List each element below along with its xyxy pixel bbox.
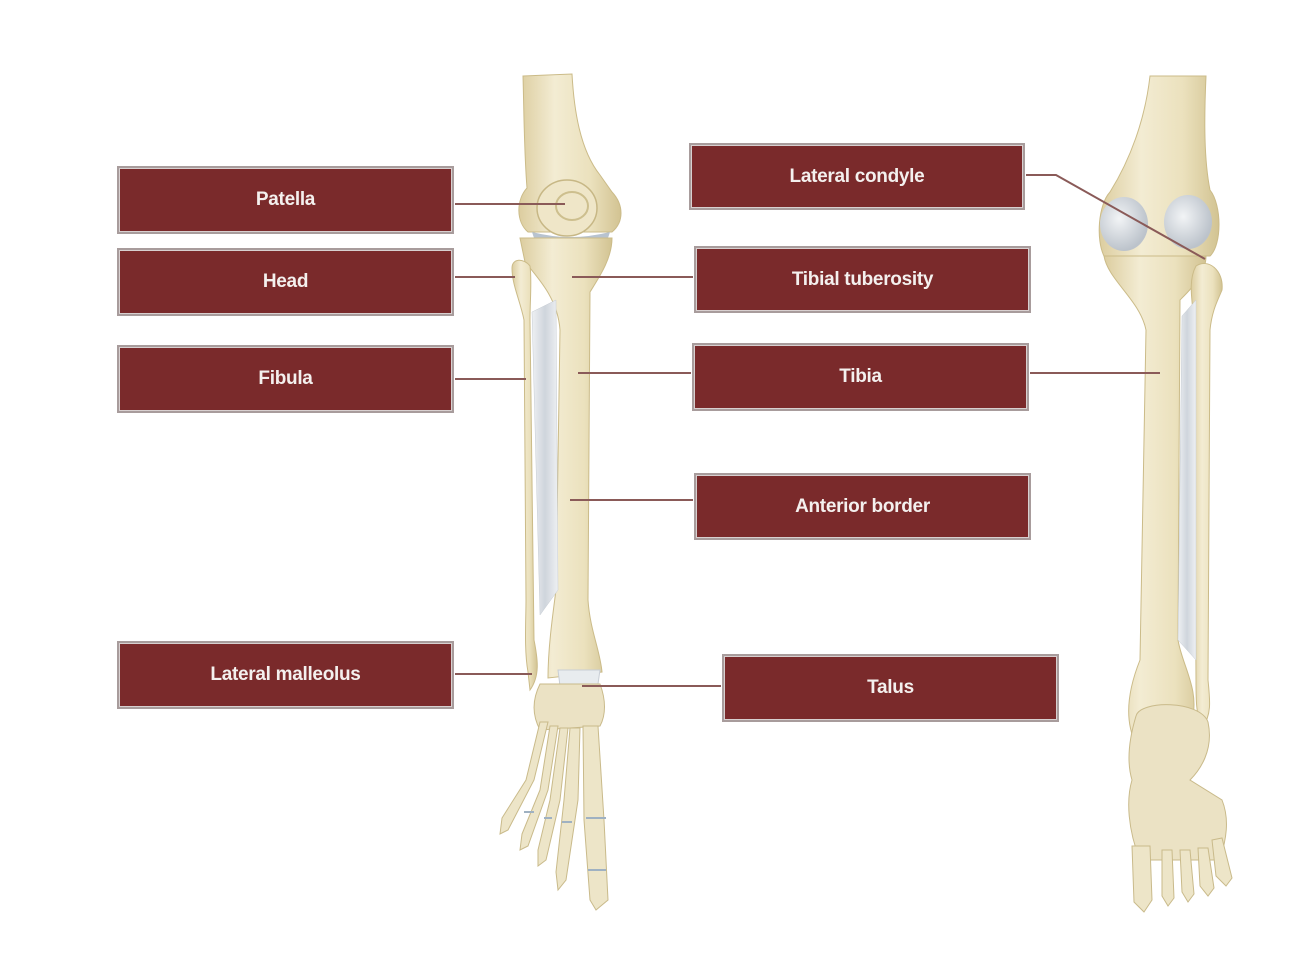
label-patella-text: Patella (255, 189, 316, 210)
leader-lateral-condyle (1026, 174, 1206, 260)
label-lateral-malleolus[interactable]: Lateral malleolus (117, 641, 454, 709)
label-tibia[interactable]: Tibia (692, 343, 1029, 411)
toes-anterior (499, 721, 609, 911)
lateral-condyle-cartilage (1164, 195, 1212, 249)
foot-posterior (1128, 704, 1227, 861)
label-lateral-condyle[interactable]: Lateral condyle (689, 143, 1025, 210)
label-tibial-tuberosity[interactable]: Tibial tuberosity (694, 246, 1031, 313)
label-tibial-tuberosity-text: Tibial tuberosity (791, 268, 934, 290)
label-tibia-text: Tibia (839, 366, 882, 387)
toes-posterior (1131, 837, 1233, 913)
label-head-text: Head (262, 271, 309, 292)
label-lateral-condyle-text: Lateral condyle (789, 165, 925, 187)
label-fibula[interactable]: Fibula (117, 345, 454, 413)
label-lateral-malleolus-text: Lateral malleolus (210, 664, 361, 685)
label-talus[interactable]: Talus (722, 654, 1059, 722)
leader-lines (455, 174, 1206, 687)
posterior-leg-illustration (1098, 75, 1233, 913)
label-patella[interactable]: Patella (117, 166, 454, 234)
foot-anterior (533, 683, 605, 731)
interosseous-membrane-anterior (531, 299, 559, 616)
medial-condyle-cartilage (1100, 197, 1148, 251)
interosseous-membrane-posterior (1177, 299, 1197, 661)
label-anterior-border[interactable]: Anterior border (694, 473, 1031, 540)
label-fibula-text: Fibula (258, 368, 313, 389)
anterior-leg-illustration (499, 73, 622, 911)
label-talus-text: Talus (867, 677, 914, 698)
fibula-anterior (511, 259, 538, 692)
label-head[interactable]: Head (117, 248, 454, 316)
label-anterior-border-text: Anterior border (795, 495, 930, 517)
